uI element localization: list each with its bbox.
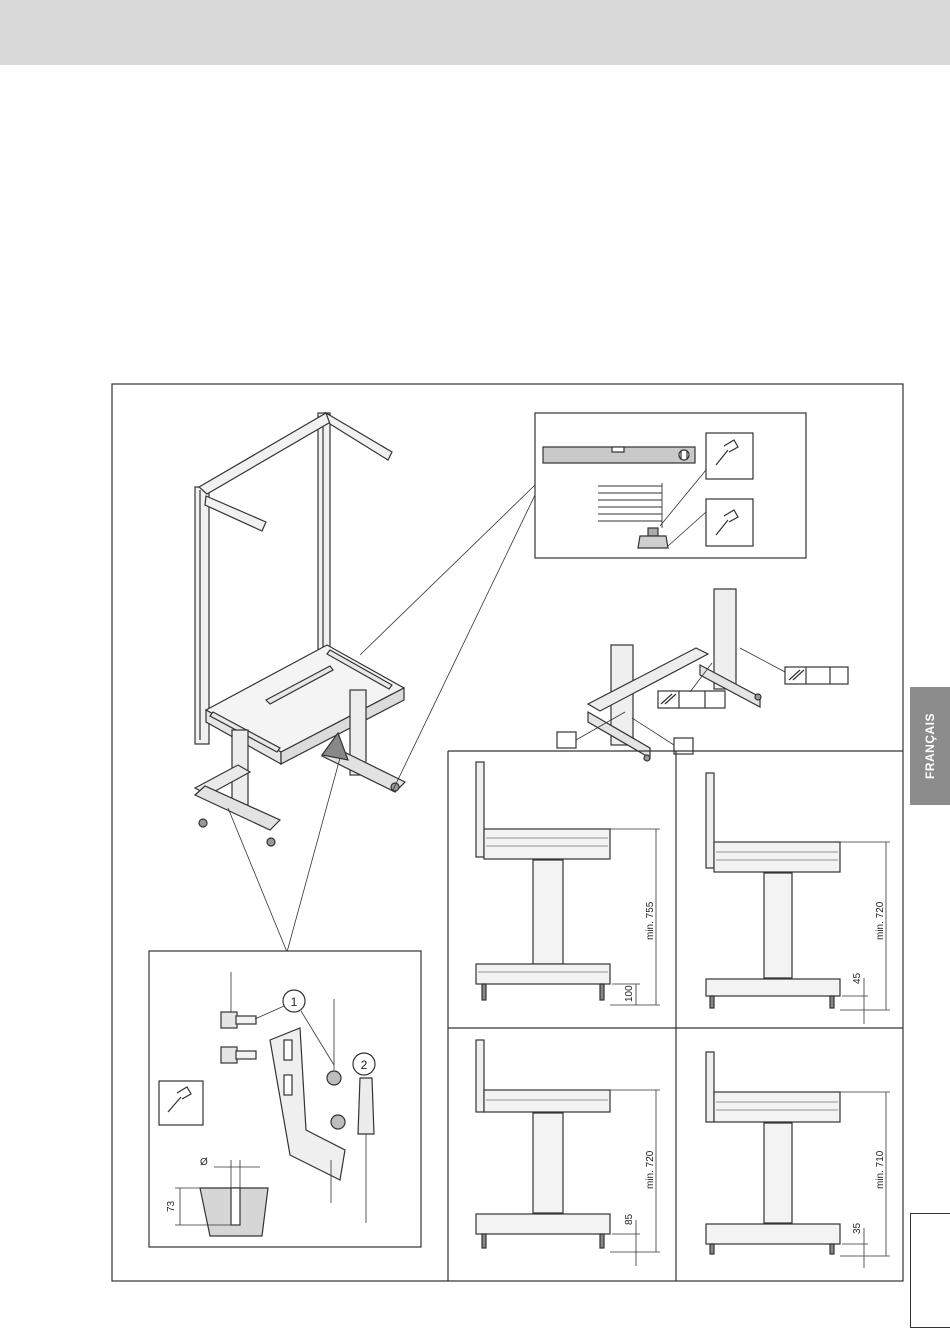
- leveling-detail: [535, 413, 806, 558]
- anchoring-detail: [149, 951, 421, 1247]
- height-panel-2: [706, 773, 890, 1024]
- callout-1: 1: [291, 995, 298, 1009]
- height-label-4: min. 710: [875, 1150, 886, 1189]
- height-panel-3: [476, 1040, 660, 1266]
- workstation-frame: [195, 413, 405, 846]
- height-label-2: min. 720: [875, 901, 886, 940]
- callout-2: 2: [361, 1058, 368, 1072]
- parallel-base-detail: [557, 589, 848, 761]
- foot-label-2: 45: [852, 972, 863, 984]
- foot-label-1: 100: [624, 985, 635, 1002]
- foot-label-3: 85: [624, 1213, 635, 1225]
- foot-label-4: 35: [852, 1222, 863, 1234]
- height-panel-4: [706, 1052, 890, 1268]
- height-panel-1: [476, 762, 660, 1005]
- height-label-3: min. 720: [645, 1150, 656, 1189]
- diameter-label: Ø: [200, 1157, 208, 1168]
- depth-label: 73: [166, 1200, 177, 1212]
- height-label-1: min. 755: [645, 901, 656, 940]
